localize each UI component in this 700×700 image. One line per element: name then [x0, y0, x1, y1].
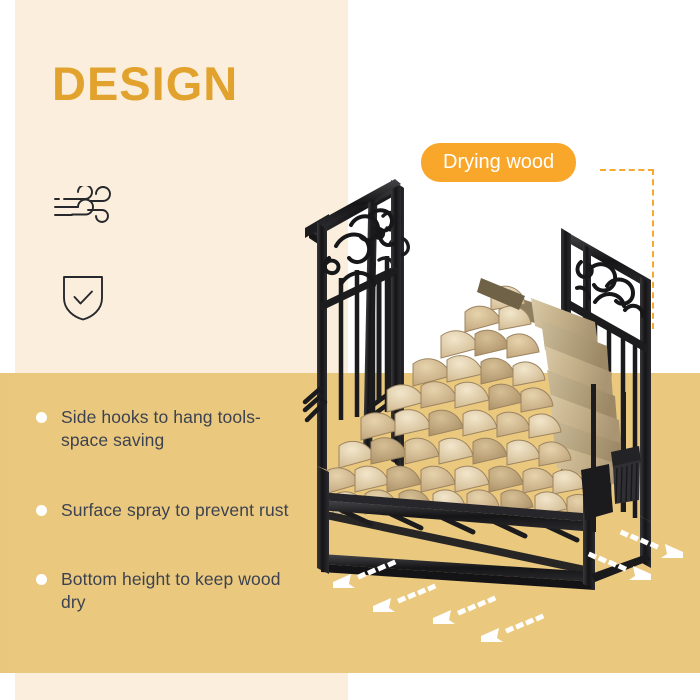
bullet-dot-icon: [36, 412, 47, 423]
airflow-arrows: [333, 529, 683, 642]
status-badge: Drying wood: [421, 143, 577, 182]
wind-icon: [52, 184, 118, 230]
list-item: Side hooks to hang tools-space saving: [36, 406, 301, 452]
tan-floor-band-left-edge: [0, 373, 15, 673]
feature-bullet-list: Side hooks to hang tools-space saving Su…: [36, 406, 301, 661]
shield-check-icon: [60, 272, 106, 322]
bullet-dot-icon: [36, 574, 47, 586]
fireplace-brush: [611, 392, 641, 512]
list-item-label: Side hooks to hang tools-space saving: [61, 407, 261, 450]
list-item-label: Bottom height to keep wood dry: [61, 569, 281, 612]
product-photo-firewood-rack: [295, 170, 695, 642]
fireplace-shovel: [581, 384, 613, 532]
callout-leader-horizontal: [600, 169, 654, 171]
page-title: DESIGN: [52, 57, 239, 110]
list-item: Surface spray to prevent rust: [36, 499, 301, 522]
callout-leader-vertical: [652, 169, 654, 329]
bullet-dot-icon: [36, 504, 47, 516]
list-item: Bottom height to keep wood dry: [36, 568, 301, 614]
bottom-cream-strip: [15, 673, 348, 700]
rack-base-frame: [317, 466, 651, 590]
fireplace-tools: [581, 384, 641, 532]
list-item-label: Surface spray to prevent rust: [61, 499, 289, 520]
